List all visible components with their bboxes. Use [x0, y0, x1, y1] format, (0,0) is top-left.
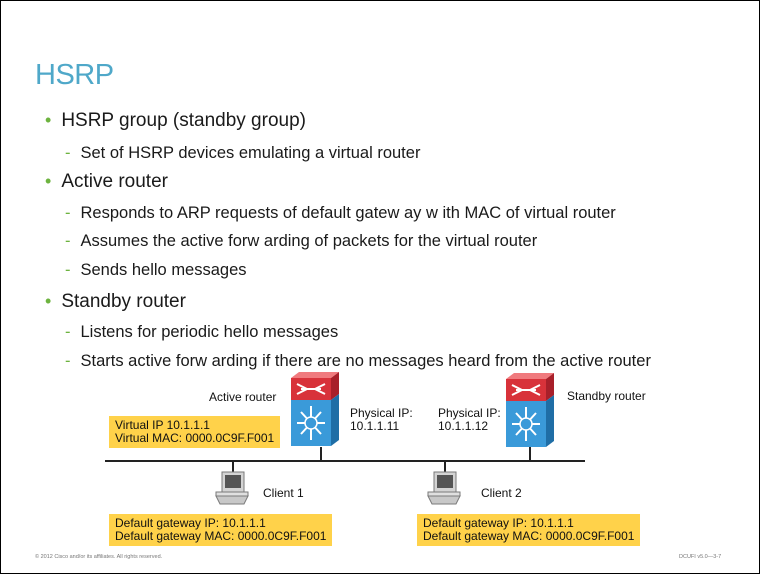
- client1-gateway-box: Default gateway IP: 10.1.1.1 Default gat…: [109, 514, 333, 546]
- footer-code: DCUFI v5.0—3-7: [679, 554, 722, 560]
- sub-bullet: -Responds to ARP requests of default gat…: [65, 204, 616, 222]
- client2-link: [444, 461, 446, 473]
- lan-segment-line: [105, 460, 585, 462]
- client1-label: Client 1: [263, 486, 304, 500]
- standby-router-label: Standby router: [567, 389, 646, 403]
- bullet-dot-icon: •: [45, 291, 52, 311]
- active-router-link: [320, 447, 322, 461]
- bullet-hsrp-group: •HSRP group (standby group): [45, 110, 306, 131]
- bullet-active-router: •Active router: [45, 171, 168, 192]
- client1-pc-icon: [215, 471, 249, 505]
- bullet-dot-icon: •: [45, 110, 52, 130]
- virtual-address-box: Virtual IP 10.1.1.1 Virtual MAC: 0000.0C…: [109, 416, 281, 448]
- client1-link: [232, 461, 234, 473]
- standby-physical-ip: Physical IP: 10.1.1.12: [438, 406, 501, 433]
- sub-bullet: -Starts active forw arding if there are …: [65, 352, 651, 370]
- slide-title: HSRP: [35, 59, 114, 91]
- standby-router-icon: [506, 373, 554, 447]
- client2-pc-icon: [427, 471, 461, 505]
- active-router-label: Active router: [209, 390, 277, 404]
- client2-gateway-box: Default gateway IP: 10.1.1.1 Default gat…: [417, 514, 641, 546]
- sub-bullet: -Assumes the active forw arding of packe…: [65, 232, 538, 250]
- sub-bullet: -Listens for periodic hello messages: [65, 323, 339, 341]
- active-router-icon: [291, 372, 339, 446]
- bullet-dot-icon: •: [45, 171, 52, 191]
- footer-copyright: © 2012 Cisco and/or its affiliates. All …: [35, 554, 163, 560]
- standby-router-link: [529, 447, 531, 461]
- client2-label: Client 2: [481, 486, 522, 500]
- sub-bullet: -Set of HSRP devices emulating a virtual…: [65, 144, 421, 162]
- active-physical-ip: Physical IP: 10.1.1.11: [350, 406, 413, 433]
- sub-bullet: -Sends hello messages: [65, 261, 247, 279]
- bullet-standby-router: •Standby router: [45, 291, 186, 312]
